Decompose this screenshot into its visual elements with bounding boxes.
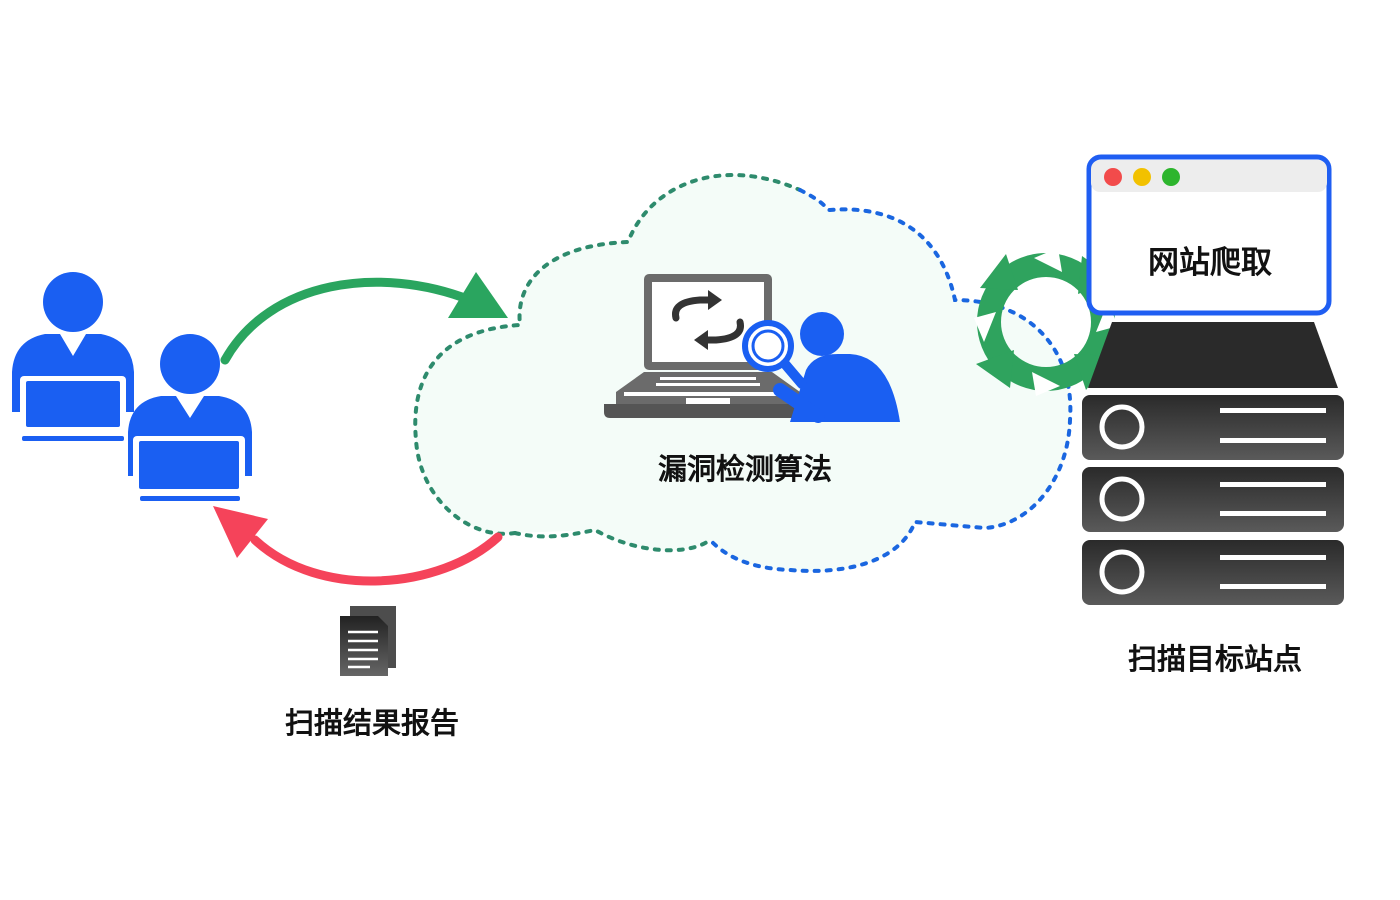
server-unit — [1082, 467, 1344, 532]
server-rack-icon — [1082, 322, 1344, 605]
crawl-label: 网站爬取 — [1148, 245, 1272, 281]
report-document-icon — [340, 606, 396, 676]
server-unit — [1082, 540, 1344, 605]
user-icon — [12, 272, 134, 441]
cloud-border-blue — [708, 188, 1073, 573]
server-unit — [1082, 395, 1344, 460]
analyst-icon — [773, 312, 900, 423]
sync-icon — [974, 248, 1118, 396]
cloud-border-green — [413, 173, 802, 536]
user-icon — [128, 334, 252, 501]
window-close-dot — [1104, 168, 1122, 186]
report-label: 扫描结果报告 — [284, 706, 459, 740]
magnifier-icon — [742, 320, 807, 389]
users-group — [12, 272, 252, 501]
cloud-border-green-bottom — [513, 527, 712, 553]
refresh-icon — [672, 290, 744, 350]
window-maximize-dot — [1162, 168, 1180, 186]
submit-arrow — [220, 272, 508, 365]
window-minimize-dot — [1133, 168, 1151, 186]
target-site-label: 扫描目标站点 — [1127, 642, 1302, 676]
report-arrow — [213, 506, 503, 586]
browser-window — [1086, 154, 1332, 316]
algorithm-label: 漏洞检测算法 — [657, 452, 832, 486]
